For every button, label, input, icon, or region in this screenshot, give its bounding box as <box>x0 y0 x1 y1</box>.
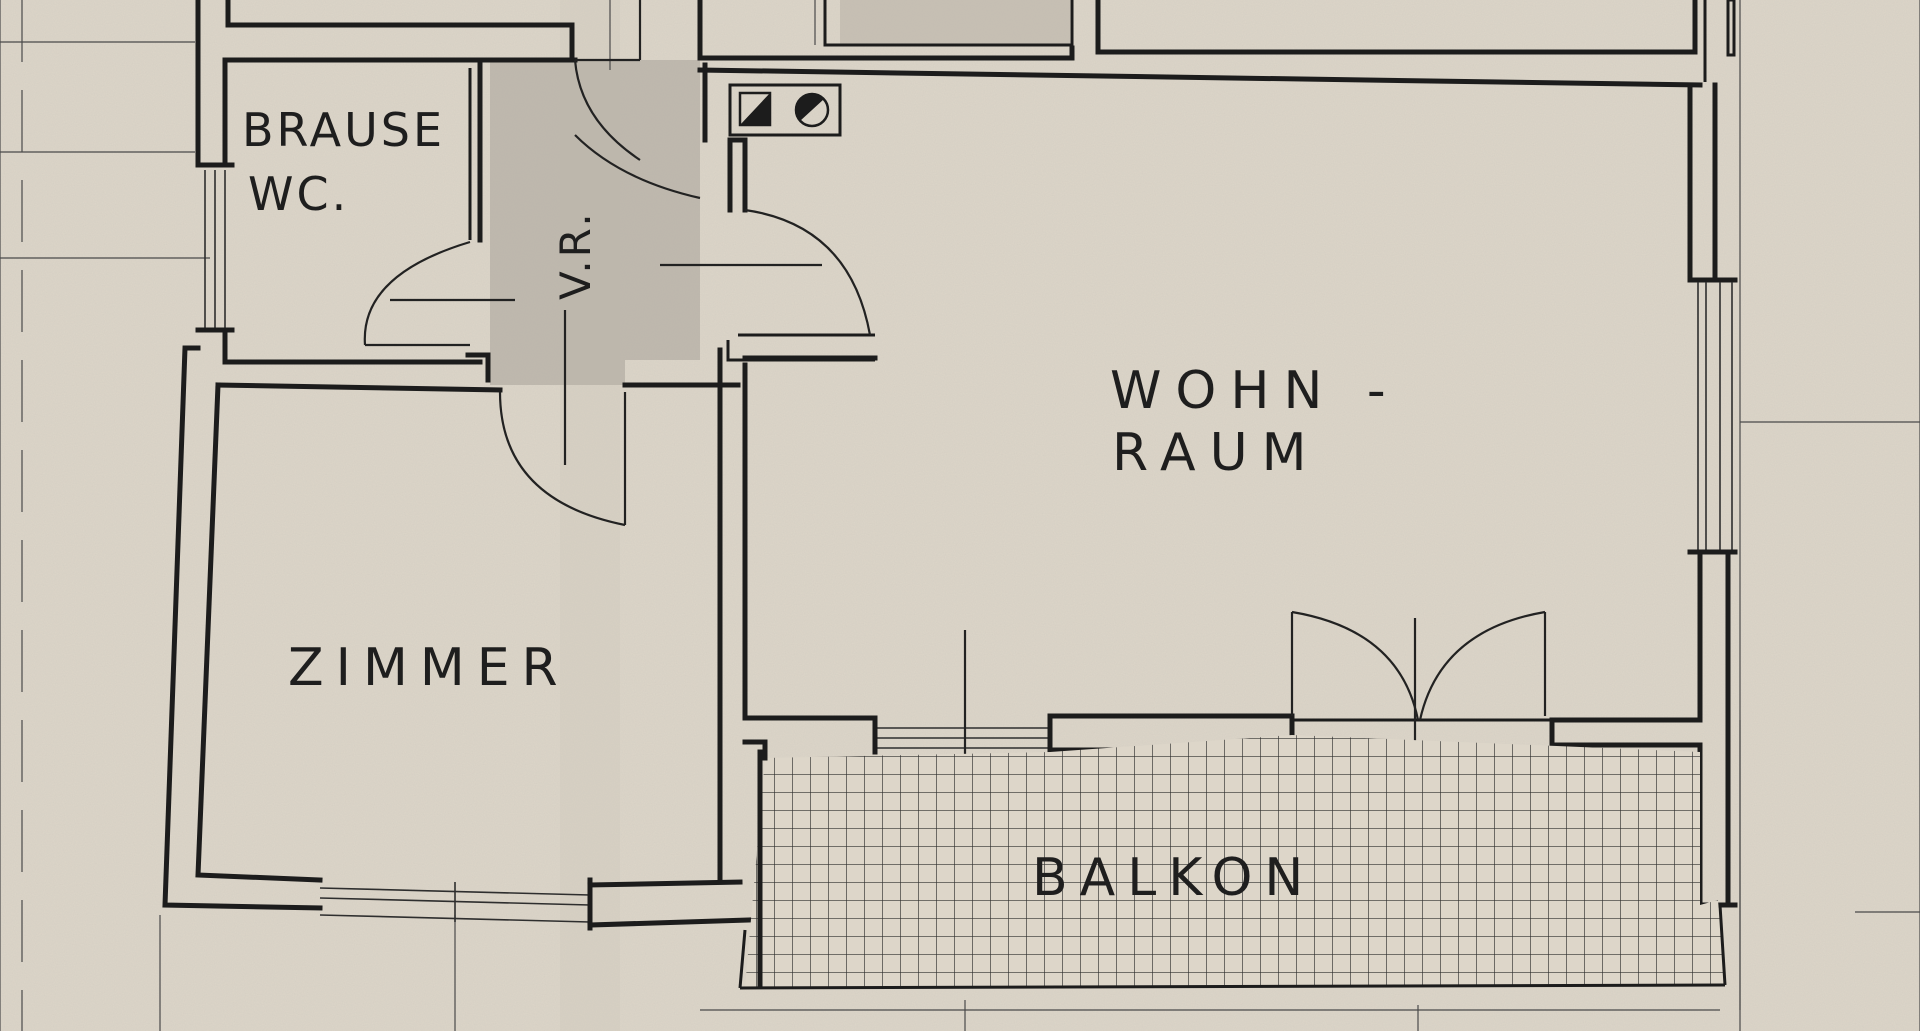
label-balkon: BALKON <box>1032 848 1315 908</box>
label-wohn: WOHN - <box>1110 361 1400 421</box>
balcony <box>738 735 1727 990</box>
room-labels: BRAUSE WC. V.R. WOHN - RAUM ZIMMER BALKO… <box>242 103 1400 908</box>
main-walls <box>162 57 1738 931</box>
upper-walls <box>195 0 1736 163</box>
label-vr: V.R. <box>551 210 600 300</box>
label-zimmer: ZIMMER <box>288 638 570 698</box>
label-wc: WC. <box>248 167 349 221</box>
shade-top <box>840 0 1070 45</box>
hallway-shading <box>490 60 700 385</box>
door-swings <box>363 0 1547 845</box>
label-brause: BRAUSE <box>242 103 445 157</box>
balcony-tiles <box>745 735 1725 988</box>
shaft-symbols <box>728 83 842 137</box>
label-raum: RAUM <box>1112 423 1321 483</box>
